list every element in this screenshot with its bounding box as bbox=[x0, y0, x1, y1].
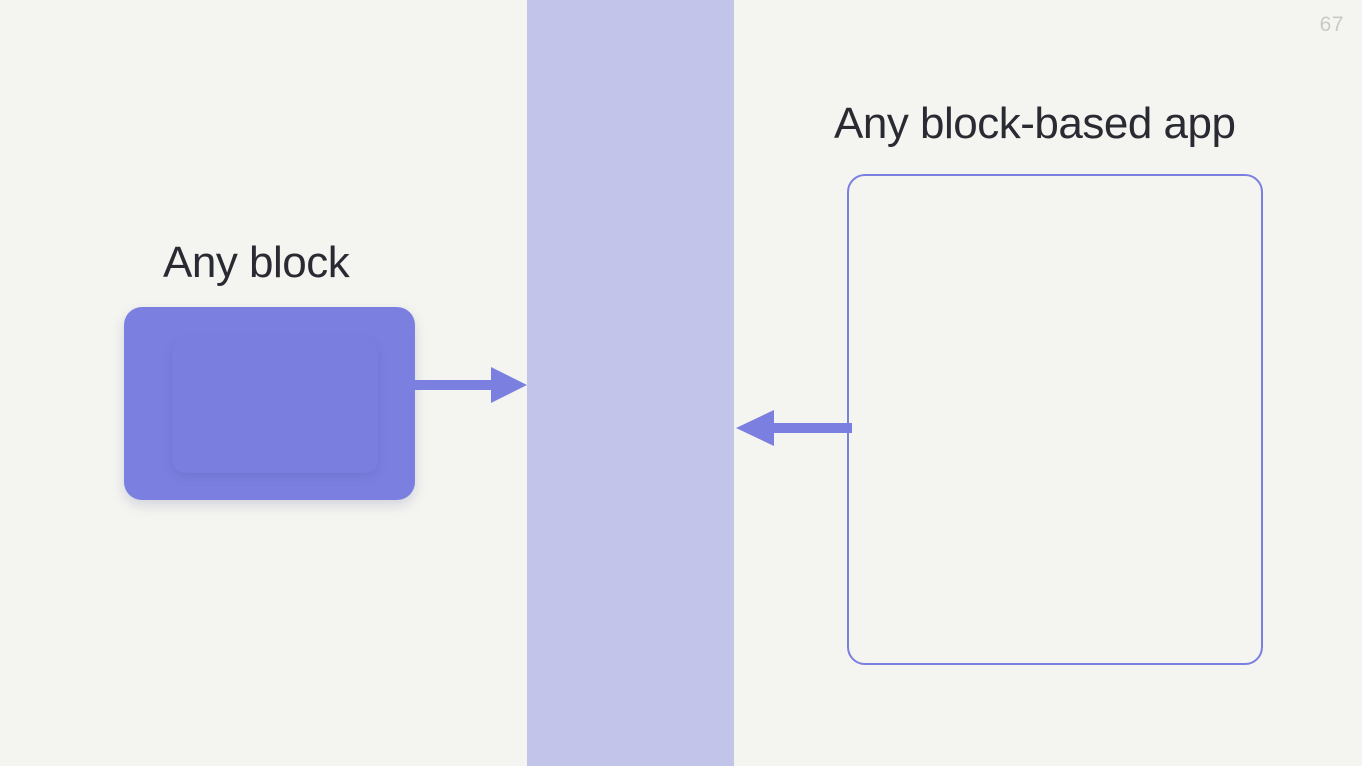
center-band bbox=[527, 0, 734, 766]
block-inner-rect bbox=[172, 339, 378, 473]
arrow-right-icon bbox=[413, 362, 531, 408]
right-heading: Any block-based app bbox=[834, 99, 1236, 148]
left-heading: Any block bbox=[163, 238, 350, 287]
any-block-graphic bbox=[124, 307, 415, 500]
app-frame-outline bbox=[847, 174, 1263, 665]
arrow-left-icon bbox=[730, 405, 852, 451]
page-number: 67 bbox=[1319, 13, 1344, 36]
